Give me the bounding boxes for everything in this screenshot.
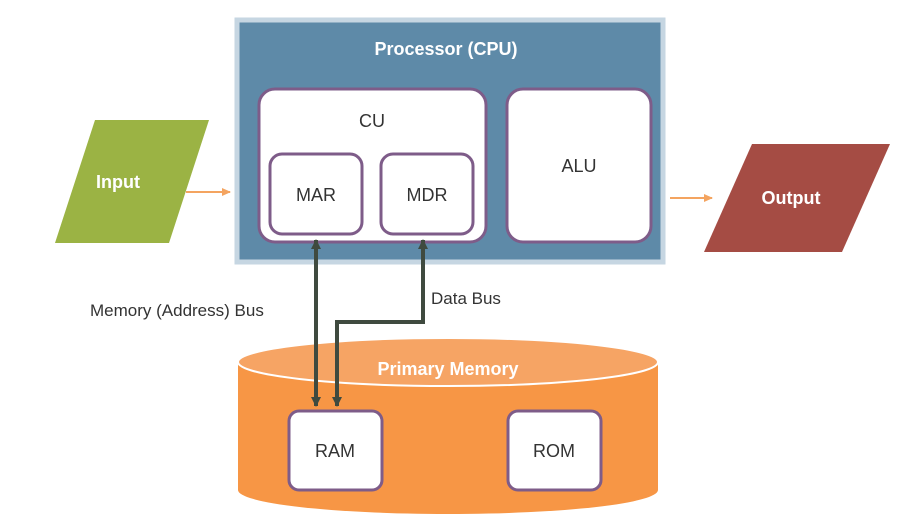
ram-label: RAM <box>315 441 355 461</box>
mar-register-label: MAR <box>296 185 336 205</box>
output-label: Output <box>762 188 821 208</box>
memory-title: Primary Memory <box>377 359 518 379</box>
processor-title: Processor (CPU) <box>374 39 517 59</box>
data-bus-line <box>332 239 428 407</box>
alu-label: ALU <box>561 156 596 176</box>
address-bus-label: Memory (Address) Bus <box>90 301 264 320</box>
ram-box <box>287 409 384 492</box>
mar-register-box <box>268 152 364 236</box>
input-shape <box>55 120 209 243</box>
rom-label: ROM <box>533 441 575 461</box>
rom-box <box>506 409 603 492</box>
input-label: Input <box>96 172 140 192</box>
control-unit-label: CU <box>359 111 385 131</box>
mdr-register-box <box>379 152 475 236</box>
output-shape <box>704 144 890 252</box>
alu-box <box>505 87 653 244</box>
mdr-register-label: MDR <box>407 185 448 205</box>
data-bus-label: Data Bus <box>431 289 501 308</box>
